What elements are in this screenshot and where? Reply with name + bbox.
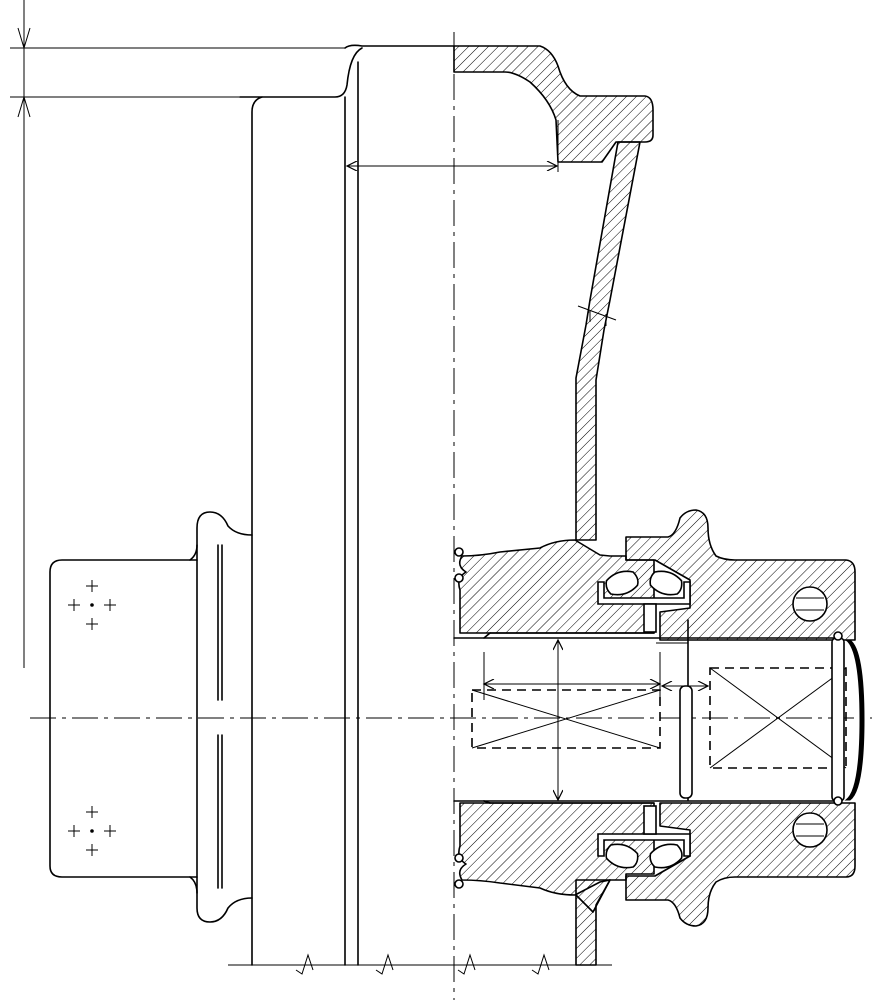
housing-bolt-lower [792,812,828,848]
upper-bearing [597,570,691,633]
wheel-web [575,141,641,541]
shaft [453,619,837,804]
web-hole [577,305,617,326]
bolt-marks-lower [68,806,116,856]
wheel-web-lower [575,879,611,966]
lower-bearing [597,805,691,869]
wheel-rim [453,45,654,163]
hub-fittings [454,547,464,889]
housing-bolt-upper [792,586,828,622]
dimension-arrows-shaft [484,640,708,800]
break-mark [295,953,314,975]
left-dimension [10,0,345,668]
break-mark [531,953,550,975]
break-mark [457,953,476,975]
keyway-left [471,689,661,749]
end-cap [831,631,865,806]
bolt-marks-upper [68,580,116,630]
center-lines [30,32,872,1000]
mounting-flange [49,511,253,923]
wheel-outline [228,44,612,975]
break-mark [375,953,394,975]
keyway-right [709,667,847,769]
dimension-arrow-top [347,120,559,172]
